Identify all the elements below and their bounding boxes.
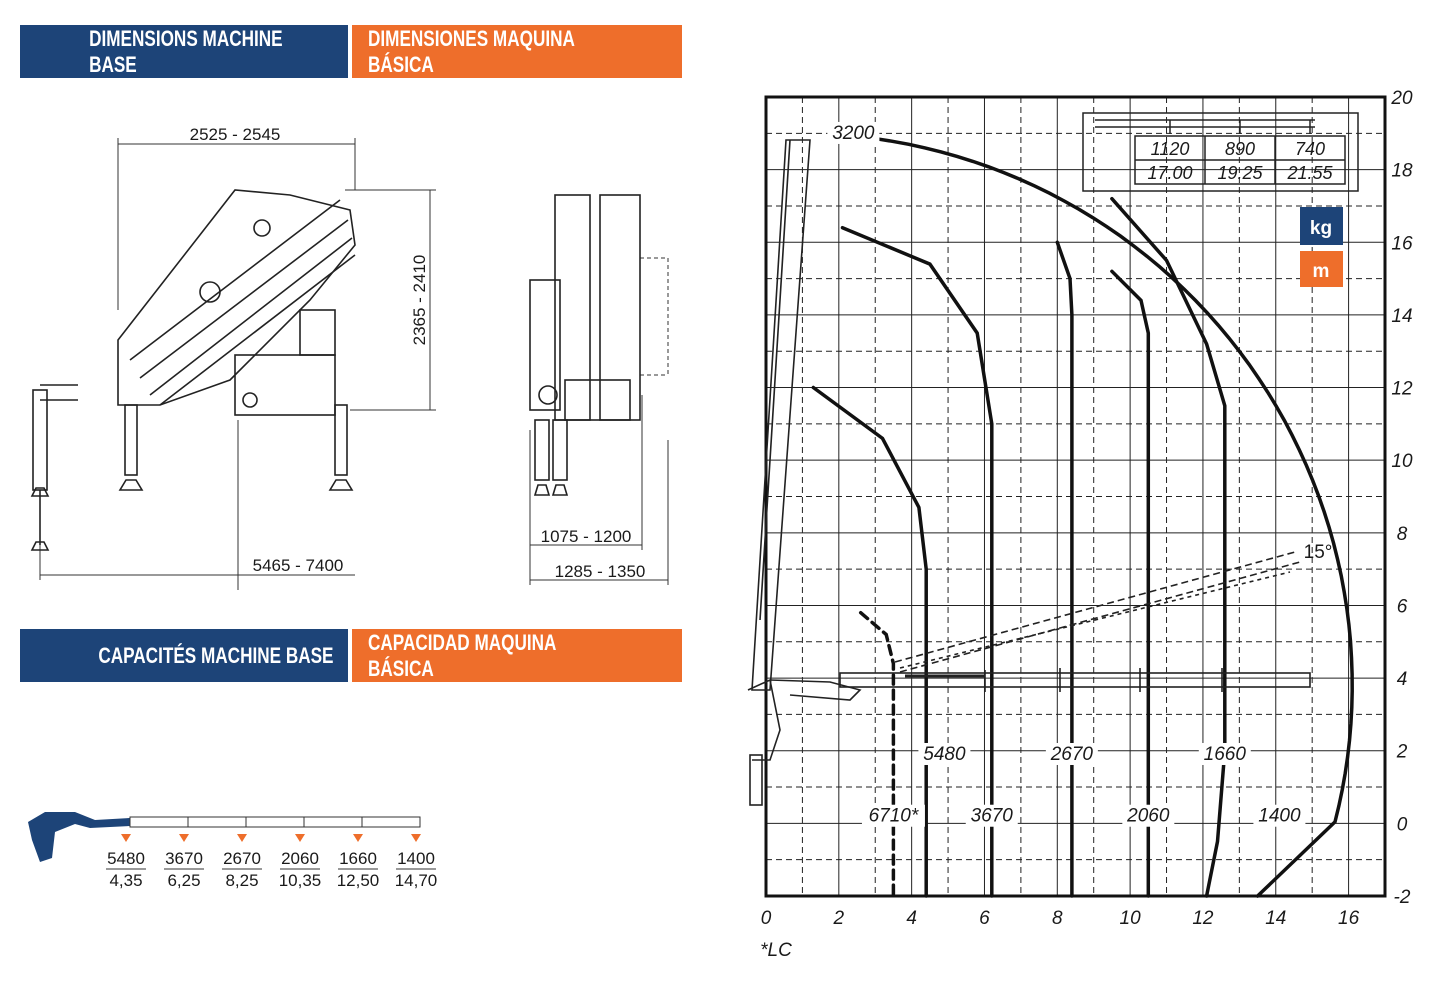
- load-curve-5480: [811, 385, 928, 898]
- curve-label-3670-bg: [965, 804, 1018, 827]
- x-tick-label: 6: [979, 908, 990, 929]
- curve-label-5480: 5480: [923, 744, 966, 765]
- capacities-banner-fr-label: CAPACITÉS MACHINE BASE: [98, 642, 334, 668]
- load-curve-2670: [1055, 240, 1074, 898]
- y-tick-label: 4: [1397, 669, 1408, 690]
- jib-kg-1: 1120: [1151, 139, 1190, 159]
- dimensions-banner-es-label: DIMENSIONES MAQUINA BÁSICA: [368, 25, 575, 77]
- x-tick-label: 10: [1120, 908, 1142, 929]
- y-tick-label: 12: [1391, 379, 1413, 400]
- angle-label: 15°: [1304, 542, 1333, 563]
- x-tick-label: 14: [1265, 908, 1286, 929]
- curve-label-2670-bg: [1045, 742, 1098, 765]
- capacity-marker-2: [237, 834, 247, 842]
- capacity-kg-5: 1400: [397, 849, 435, 868]
- y-tick-label: 18: [1391, 161, 1413, 182]
- dim-height: 2365 - 2410: [410, 255, 429, 346]
- curve-label-2060-bg: [1122, 804, 1175, 827]
- y-tick-label: 0: [1397, 814, 1408, 835]
- y-tick-label: 16: [1391, 233, 1413, 254]
- capacity-marker-4: [353, 834, 363, 842]
- curve-label-1400: 1400: [1258, 806, 1301, 827]
- crane-side-view: [30, 189, 356, 551]
- jib-m-2: 19.25: [1217, 163, 1263, 183]
- curve-label-2670: 2670: [1050, 744, 1094, 765]
- capacity-marker-1: [179, 834, 189, 842]
- capacity-marker-5: [411, 834, 421, 842]
- dimension-drawings: 2525 - 2545 5465 - 7400 1075 - 1200 1285…: [30, 125, 669, 590]
- capacity-m-5: 14,70: [395, 871, 438, 890]
- curve-label-6710: 6710*: [869, 806, 919, 827]
- capacities-banner-es-label: CAPACIDAD MAQUINA BÁSICA: [368, 629, 556, 681]
- y-tick-label: 2: [1396, 742, 1408, 763]
- capacity-marker-3: [295, 834, 305, 842]
- chart-crane-drawing: [747, 139, 1311, 806]
- dim-width-top: 2525 - 2545: [190, 125, 281, 144]
- legend-m-label: m: [1313, 261, 1330, 282]
- chart-footnote: *LC: [760, 940, 792, 961]
- y-tick-label: 8: [1397, 524, 1408, 545]
- capacity-kg-0: 5480: [107, 849, 145, 868]
- capacities-banner-fr: CAPACITÉS MACHINE BASE: [20, 629, 348, 682]
- legend-kg-label: kg: [1310, 218, 1332, 239]
- y-tick-label: 20: [1390, 88, 1413, 109]
- dim-span: 5465 - 7400: [253, 556, 344, 575]
- capacity-kg-2: 2670: [223, 849, 261, 868]
- jib-table: [1082, 112, 1359, 192]
- jib-kg-2: 890: [1225, 139, 1255, 159]
- x-tick-label: 2: [833, 908, 845, 929]
- jib-m-1: 17.00: [1147, 163, 1192, 183]
- capacity-m-0: 4,35: [109, 871, 142, 890]
- dimensions-banner-es: DIMENSIONES MAQUINA BÁSICA: [352, 25, 682, 78]
- load-curve-1400: [844, 134, 1354, 898]
- curve-label-1400-bg: [1253, 804, 1306, 827]
- legend-m-box: [1300, 251, 1343, 287]
- load-curve-3670: [840, 225, 994, 898]
- load-curve-1660: [1110, 196, 1227, 898]
- crane-icon: [28, 812, 130, 862]
- curve-label-2060: 2060: [1126, 806, 1170, 827]
- jib-m-3: 21.55: [1286, 163, 1333, 183]
- x-tick-label: 8: [1052, 908, 1063, 929]
- y-tick-label: -2: [1394, 887, 1411, 908]
- dim-rear-outer: 1285 - 1350: [555, 562, 646, 581]
- capacity-m-3: 10,35: [279, 871, 322, 890]
- y-tick-label: 10: [1391, 451, 1413, 472]
- capacity-kg-4: 1660: [339, 849, 377, 868]
- capacities-banner-es: CAPACIDAD MAQUINA BÁSICA: [352, 629, 682, 682]
- x-tick-label: 16: [1338, 908, 1360, 929]
- dimensions-banner-en: DIMENSIONS MACHINE BASE: [20, 25, 348, 78]
- curve-label-3670: 3670: [971, 806, 1014, 827]
- capacity-marker-0: [121, 834, 131, 842]
- curve-label-6710-bg: [861, 804, 925, 827]
- jib-kg-3: 740: [1295, 139, 1325, 159]
- chart-frame: [764, 95, 1387, 898]
- legend-kg-box: [1300, 207, 1343, 245]
- capacity-m-1: 6,25: [167, 871, 200, 890]
- y-tick-label: 14: [1391, 306, 1412, 327]
- curve-label-3200: 3200: [832, 123, 875, 144]
- curve-label-1660-bg: [1198, 742, 1251, 765]
- curve-label-1660: 1660: [1204, 744, 1247, 765]
- x-tick-label: 12: [1192, 908, 1214, 929]
- capacity-strip: 5480 4,35 3670 6,25 2670 8,25 2060 10,35 1660 12,…: [28, 812, 438, 890]
- capacity-kg-1: 3670: [165, 849, 203, 868]
- y-tick-label: 6: [1397, 596, 1408, 617]
- load-curve-6710: [858, 610, 896, 898]
- dimensions-banner-en-label: DIMENSIONS MACHINE BASE: [89, 25, 283, 77]
- capacity-m-4: 12,50: [337, 871, 380, 890]
- x-tick-label: 0: [761, 908, 772, 929]
- crane-rear-view: [529, 194, 641, 496]
- dim-rear-inner: 1075 - 1200: [541, 527, 632, 546]
- curve-label-3200-bg: [827, 121, 880, 144]
- capacity-m-2: 8,25: [225, 871, 258, 890]
- curve-label-5480-bg: [918, 742, 971, 765]
- capacity-kg-3: 2060: [281, 849, 319, 868]
- load-curve-2060: [1110, 269, 1151, 898]
- x-tick-label: 4: [906, 908, 917, 929]
